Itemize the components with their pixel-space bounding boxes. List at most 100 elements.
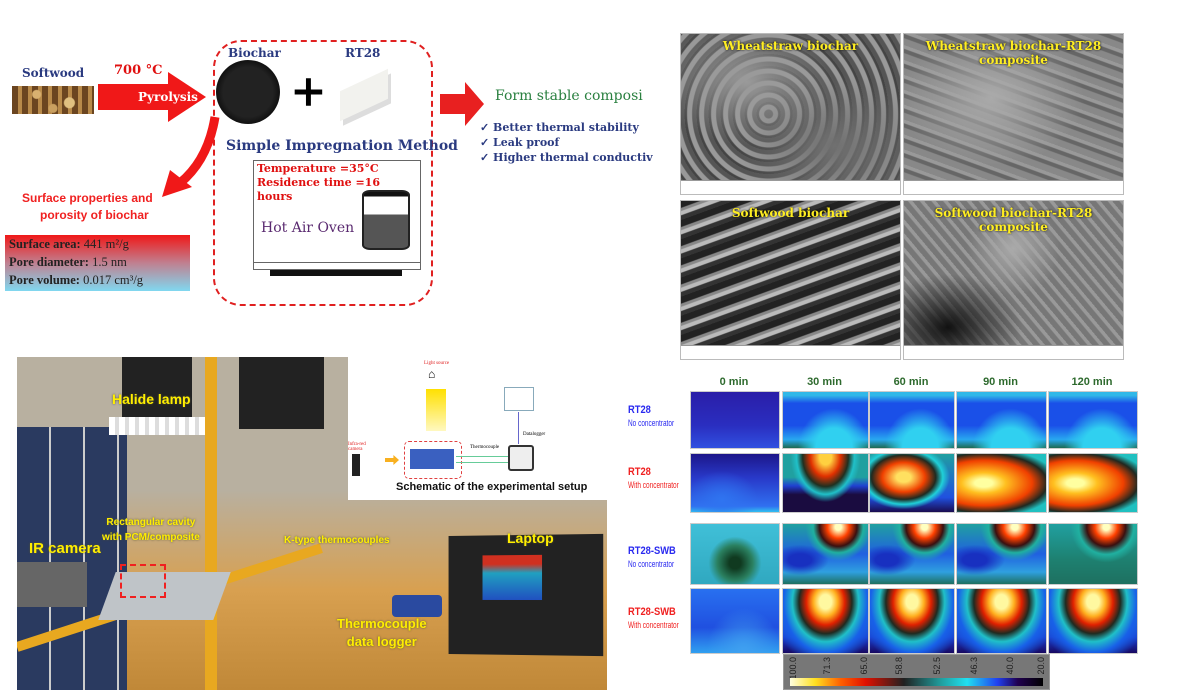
light-source-icon: ⌂ [428, 367, 436, 381]
logger-label: Thermocouple data logger [337, 615, 427, 651]
lamp-right [239, 357, 324, 429]
plus-icon: + [290, 66, 327, 117]
cavity-marker [120, 564, 166, 598]
pyrolysis-label: Pyrolysis [138, 90, 198, 104]
colorbar-tick: 20.0 [1036, 657, 1046, 675]
oven-label: Hot Air Oven [261, 220, 355, 236]
benefit-item: ✓ Better thermal stability [480, 121, 639, 134]
thermal-image [869, 453, 955, 513]
biochar-label: Biochar [228, 46, 281, 60]
column-header-0: 0 min [719, 376, 749, 388]
thermal-image [869, 588, 955, 654]
colorbar-tick: 40.0 [1005, 657, 1015, 675]
sem-caption: Wheatstraw biochar-RT28 composite [925, 39, 1102, 67]
thermocouples-label: K-type thermocouples [284, 535, 390, 546]
column-header-90: 90 min [983, 376, 1018, 388]
sem-footer [904, 180, 1123, 194]
laptop-device [448, 533, 604, 657]
ir-camera-device [17, 562, 87, 607]
pyrolysis-arrow-icon [98, 72, 206, 122]
schematic-caption: Schematic of the experimental setup [396, 481, 588, 493]
cavity-label: Rectangular cavity with PCM/composite [102, 515, 200, 545]
beaker-icon [362, 190, 410, 250]
laptop-label: Laptop [507, 530, 554, 546]
result-title: Form stable composi [495, 88, 643, 104]
thermal-image [956, 523, 1047, 585]
method-title: Simple Impregnation Method [226, 138, 458, 154]
ir-camera-label: IR camera [29, 540, 101, 557]
datalogger-label: Datalogger [523, 432, 546, 437]
colorbar-tick: 58.8 [894, 657, 904, 675]
cavity-dashed-box [404, 441, 462, 479]
softwood-label: Softwood [22, 66, 85, 80]
column-header-30: 30 min [807, 376, 842, 388]
property-pore-diameter: Pore diameter: 1.5 nm [9, 255, 127, 269]
thermal-image [869, 523, 955, 585]
thermal-image [1048, 453, 1138, 513]
thermocouple-label: Thermocouple [470, 445, 500, 450]
thermal-image [782, 588, 869, 654]
sem-image-softwood-biochar: Softwood biochar [680, 200, 901, 360]
thermocouple-wires [456, 456, 508, 463]
check-icon: ✓ [480, 151, 494, 164]
thermal-image [782, 453, 869, 513]
sem-image-wheatstraw-biochar: Wheatstraw biochar [680, 33, 901, 195]
thermal-image [1048, 391, 1138, 449]
colorbar-tick: 52.5 [932, 657, 942, 675]
infrared-camera-label: Infra-red camera [348, 442, 366, 452]
thermal-image [690, 453, 780, 513]
temperature-label: 700 °C [114, 63, 163, 78]
colorbar-gradient [790, 678, 1043, 686]
logger-wire [518, 412, 519, 444]
property-surface-area: Surface area: 441 m²/g [9, 237, 129, 251]
sem-caption: Softwood biochar-RT28 composite [934, 206, 1093, 234]
sem-footer [904, 345, 1123, 359]
solar-panel [17, 427, 127, 690]
benefit-item: ✓ Leak proof [480, 136, 560, 149]
benefit-item: ✓ Higher thermal conductiv [480, 151, 653, 164]
thermal-image [690, 588, 780, 654]
logger-label-line2: data logger [346, 634, 417, 649]
properties-box: Surface area: 441 m²/g Pore diameter: 1.… [5, 235, 190, 291]
data-logger-device [392, 595, 442, 617]
lamp-left [122, 357, 192, 427]
sem-caption: Wheatstraw biochar [722, 39, 859, 53]
lamp-left-light [109, 417, 214, 435]
rt28-label: RT28 [345, 46, 381, 60]
colorbar-tick: 100.0 [788, 657, 798, 680]
thermal-image [1048, 588, 1138, 654]
cavity-label-line1: Rectangular cavity [106, 517, 196, 528]
sem-caption: Softwood biochar [731, 206, 850, 220]
check-icon: ✓ [480, 121, 494, 134]
colorbar-tick: 71.3 [822, 657, 832, 675]
laptop-screen-thermal [482, 554, 543, 601]
schematic-inset: Light source ⌂ Datalogger Infra-red came… [348, 357, 610, 500]
thermal-image [956, 588, 1047, 654]
logger-label-line1: Thermocouple [337, 616, 427, 631]
column-header-60: 60 min [893, 376, 929, 388]
oven-shelf [253, 262, 421, 270]
thermal-image [956, 453, 1047, 513]
thermal-image [956, 391, 1047, 449]
light-beam [426, 389, 446, 431]
halide-lamp-label: Halide lamp [112, 391, 191, 407]
thermal-image [1048, 523, 1138, 585]
sem-footer [681, 345, 900, 359]
tripod-pole [205, 357, 217, 690]
property-pore-volume: Pore volume: 0.017 cm³/g [9, 273, 144, 287]
camera-arrow-icon [385, 455, 399, 465]
colorbar-tick: 65.0 [859, 657, 869, 675]
oven-conditions: Temperature =35°C Residence time =16 hou… [257, 162, 380, 203]
sem-footer [681, 180, 900, 194]
oven-base [270, 270, 402, 276]
colorbar-tick: 46.3 [969, 657, 979, 675]
curved-arrow-icon [162, 116, 220, 197]
thermal-image [690, 523, 780, 585]
sem-image-wheatstraw-composite: Wheatstraw biochar-RT28 composite [903, 33, 1124, 195]
cavity-label-line2: with PCM/composite [102, 532, 200, 543]
light-source-label: Light source [424, 361, 450, 366]
